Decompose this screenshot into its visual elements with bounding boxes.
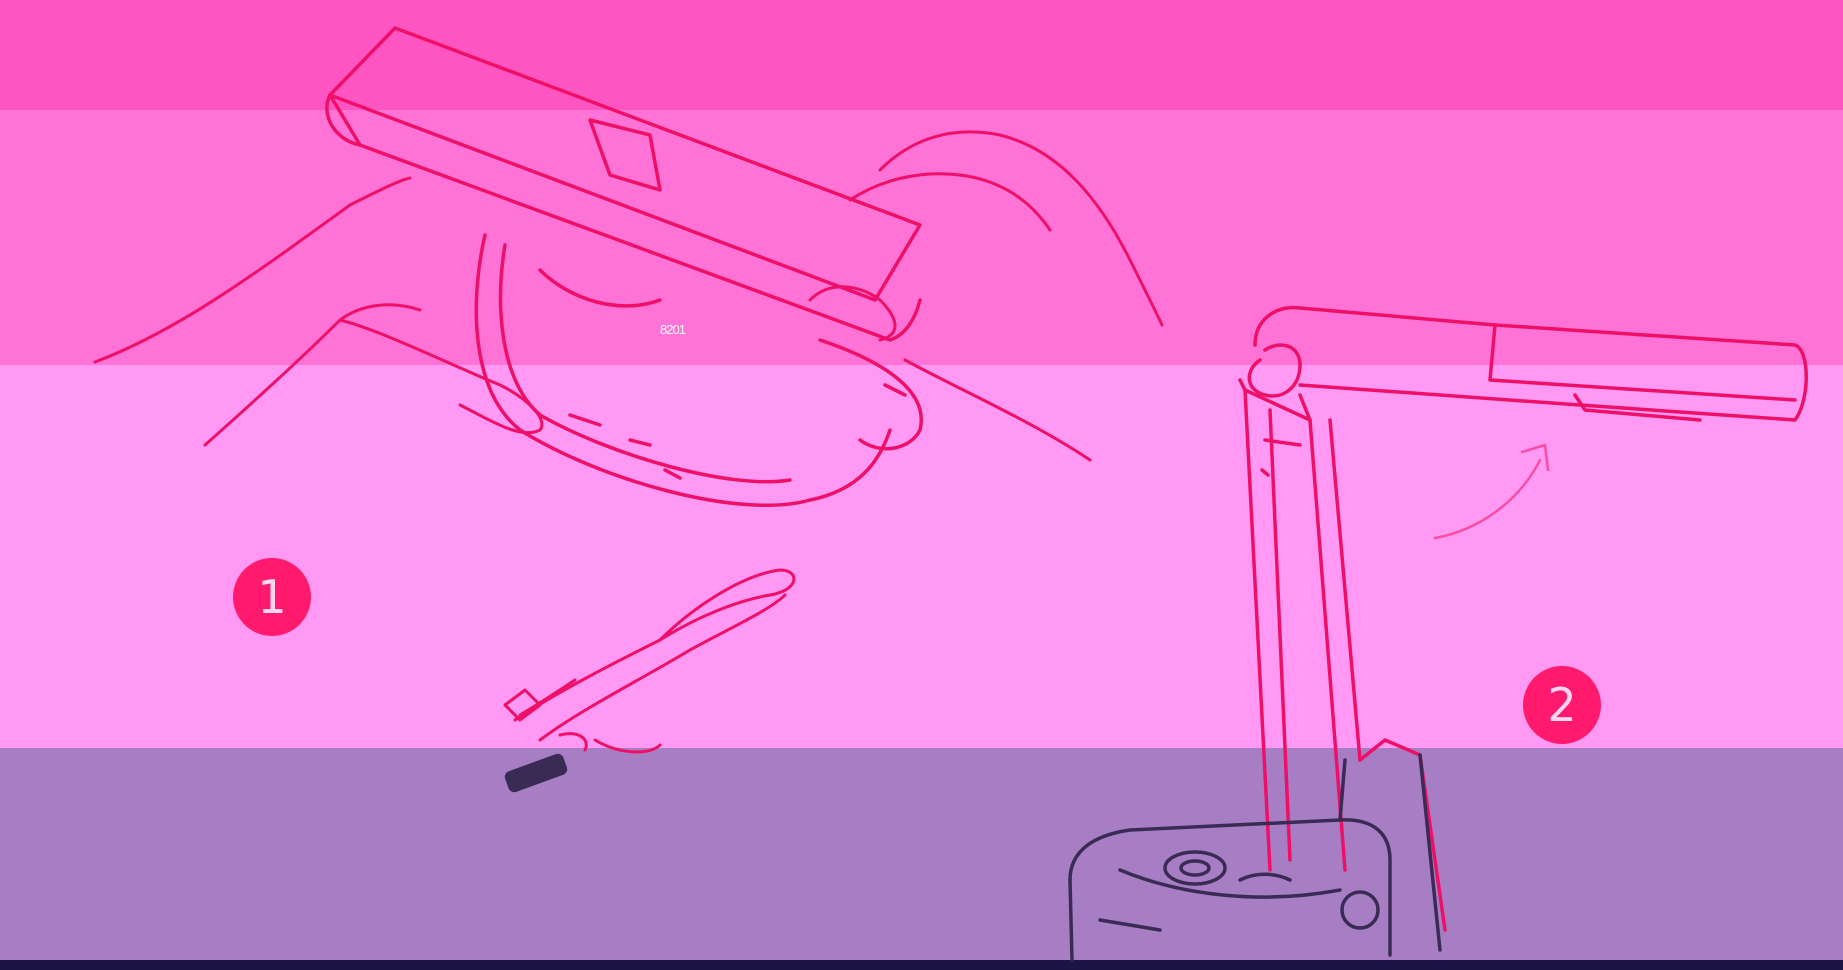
step-number-badge: 1 — [233, 558, 311, 636]
camera-base-icon — [1070, 755, 1440, 960]
usb-plug-icon — [503, 752, 569, 794]
document-camera-folded-icon — [327, 28, 921, 505]
document-camera-open-icon — [1240, 308, 1806, 930]
usb-cable-icon — [505, 570, 794, 752]
curved-arrow-icon — [1435, 445, 1548, 538]
step-number-badge: 2 — [1523, 666, 1601, 744]
device-port-label: 8201 — [660, 322, 685, 337]
step-number: 2 — [1547, 682, 1576, 728]
step-number: 1 — [257, 574, 286, 620]
